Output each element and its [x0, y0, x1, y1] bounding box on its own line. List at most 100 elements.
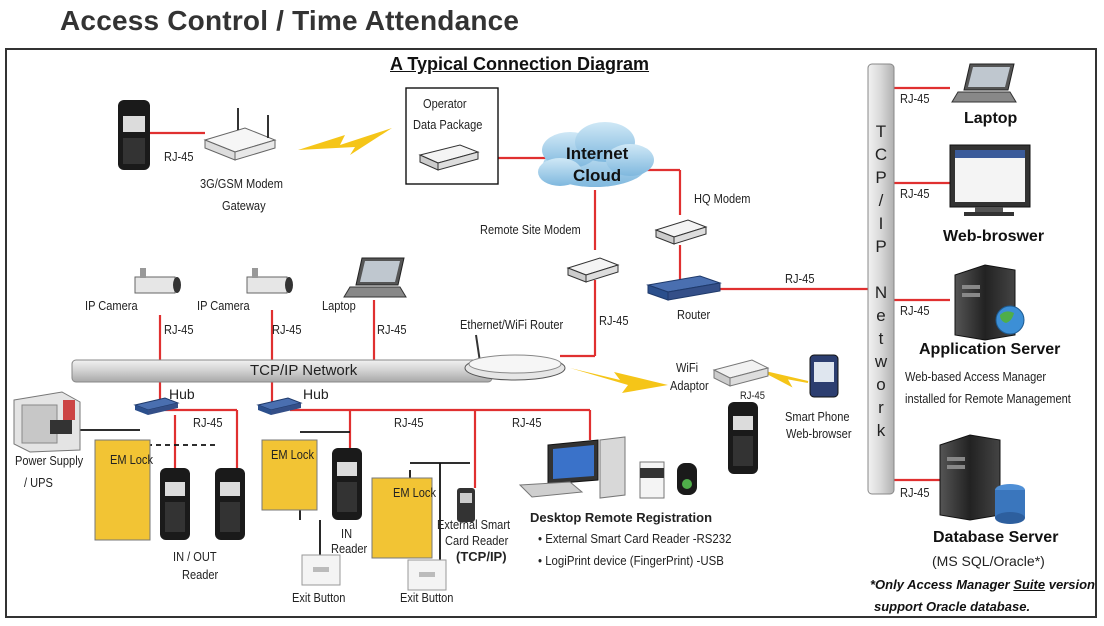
- rj45-label: RJ-45: [272, 322, 302, 337]
- tcpip-network-label: TCP/IP Network: [250, 362, 358, 379]
- power-supply-label-1: Power Supply: [15, 453, 84, 468]
- db-server-label: Database Server: [933, 529, 1059, 546]
- internet-cloud-icon: [538, 122, 654, 187]
- in-reader-label-1: IN: [341, 526, 353, 541]
- vertical-letter: P: [875, 168, 887, 187]
- rj45-label: RJ-45: [900, 303, 930, 318]
- vertical-letter: N: [874, 283, 888, 302]
- desktop-computer-icon: [518, 436, 626, 499]
- ip-camera-icon: [134, 268, 181, 294]
- vertical-letter: C: [874, 145, 888, 164]
- modem-icon: [418, 144, 480, 171]
- rj45-label: RJ-45: [740, 390, 765, 402]
- ext-reader-label-2: Card Reader: [445, 533, 509, 548]
- oracle-note-1: *Only Access Manager Suite version: [870, 577, 1095, 592]
- db-server-desc: (MS SQL/Oracle*): [932, 553, 1045, 569]
- smart-phone-label-1: Smart Phone: [785, 409, 850, 424]
- vertical-letter: [868, 258, 894, 281]
- wifi-adaptor-label-1: WiFi: [676, 360, 699, 375]
- vertical-letter: P: [875, 237, 887, 256]
- ip-camera-label: IP Camera: [85, 298, 138, 313]
- vertical-letter: o: [876, 375, 886, 394]
- em-lock-label: EM Lock: [271, 447, 314, 462]
- app-server-icon: [954, 264, 1025, 341]
- wireless-link-icon: [764, 371, 809, 388]
- rj45-label: RJ-45: [164, 149, 194, 164]
- hub-label: Hub: [169, 386, 195, 402]
- vertical-letter: T: [875, 122, 887, 141]
- card-reader-device-icon: [639, 461, 665, 499]
- wireless-link-icon: [298, 128, 392, 155]
- rj45-label: RJ-45: [900, 186, 930, 201]
- diagram-title: A Typical Connection Diagram: [390, 54, 650, 74]
- hub-label: Hub: [303, 386, 329, 402]
- rj45-label: RJ-45: [512, 415, 542, 430]
- app-server-desc-1: Web-based Access Manager: [905, 369, 1047, 384]
- vertical-letter: t: [878, 329, 884, 348]
- exit-button-label: Exit Button: [292, 590, 346, 605]
- tcpip-vertical-backbone: [867, 63, 895, 495]
- in-out-reader-label-1: IN / OUT: [173, 549, 217, 564]
- laptop-icon: [343, 257, 407, 298]
- rj45-label: RJ-45: [193, 415, 223, 430]
- desktop-bullet-2-text: LogiPrint device (FingerPrint) -USB: [545, 553, 724, 568]
- vertical-letter: e: [876, 306, 886, 325]
- hub-icon: [256, 397, 303, 415]
- in-out-reader-label-2: Reader: [182, 567, 219, 582]
- em-lock-icon: [261, 439, 318, 511]
- 3g-modem-icon: [203, 108, 277, 161]
- wifi-router-icon: [464, 334, 566, 381]
- db-server-icon: [939, 434, 1025, 524]
- operator-label-2: Data Package: [413, 117, 483, 132]
- vertical-letter: I: [878, 214, 884, 233]
- remote-modem-icon: [566, 257, 620, 283]
- in-reader-label-2: Reader: [331, 541, 368, 556]
- router-label: Router: [677, 307, 711, 322]
- 3g-modem-label-1: 3G/GSM Modem: [200, 176, 283, 191]
- diagram-frame: [5, 48, 1097, 618]
- exit-button-label: Exit Button: [400, 590, 454, 605]
- smart-phone-label-2: Web-browser: [786, 426, 852, 441]
- desktop-bullet-2: • LogiPrint device (FingerPrint) -USB: [538, 553, 724, 568]
- ip-camera-label: IP Camera: [197, 298, 250, 313]
- reader-device-icon: [332, 448, 362, 520]
- internet-label-2: Cloud: [573, 166, 622, 185]
- reader-device-icon: [160, 468, 190, 540]
- router-icon: [646, 275, 722, 301]
- reader-device-icon: [728, 402, 758, 474]
- laptop-label: Laptop: [322, 298, 356, 313]
- desktop-title: Desktop Remote Registration: [530, 510, 713, 525]
- app-server-label: Application Server: [919, 341, 1061, 358]
- hub-icon: [133, 397, 180, 415]
- desktop-bullet-1: • External Smart Card Reader -RS232: [538, 531, 732, 546]
- oracle-note-2: support Oracle database.: [874, 599, 1031, 614]
- note-text-b: version: [1045, 577, 1095, 592]
- em-lock-icon: [371, 477, 433, 559]
- note-suite: Suite: [1013, 577, 1046, 592]
- power-supply-icon: [13, 391, 81, 453]
- wifi-adaptor-label-2: Adaptor: [670, 378, 709, 393]
- 3g-modem-label-2: Gateway: [222, 198, 266, 213]
- wireless-link-icon: [570, 368, 668, 393]
- rj45-label: RJ-45: [394, 415, 424, 430]
- reader-device-icon: [215, 468, 245, 540]
- vertical-letter: /: [878, 191, 884, 210]
- wifi-adaptor-icon: [712, 359, 770, 387]
- smart-phone-icon: [809, 354, 839, 398]
- desktop-bullet-1-text: External Smart Card Reader -RS232: [545, 531, 732, 546]
- power-supply-label-2: / UPS: [24, 475, 53, 490]
- rj45-label: RJ-45: [900, 91, 930, 106]
- operator-label-1: Operator: [423, 96, 467, 111]
- rj45-label: RJ-45: [900, 485, 930, 500]
- internet-label-1: Internet: [566, 144, 629, 163]
- hq-modem-label: HQ Modem: [694, 191, 751, 206]
- em-lock-icon: [94, 439, 151, 541]
- reader-device-icon: [118, 100, 150, 170]
- rj45-label: RJ-45: [164, 322, 194, 337]
- right-laptop-label: Laptop: [964, 110, 1018, 127]
- em-lock-label: EM Lock: [110, 452, 153, 467]
- rj45-label: RJ-45: [599, 313, 629, 328]
- rj45-label: RJ-45: [377, 322, 407, 337]
